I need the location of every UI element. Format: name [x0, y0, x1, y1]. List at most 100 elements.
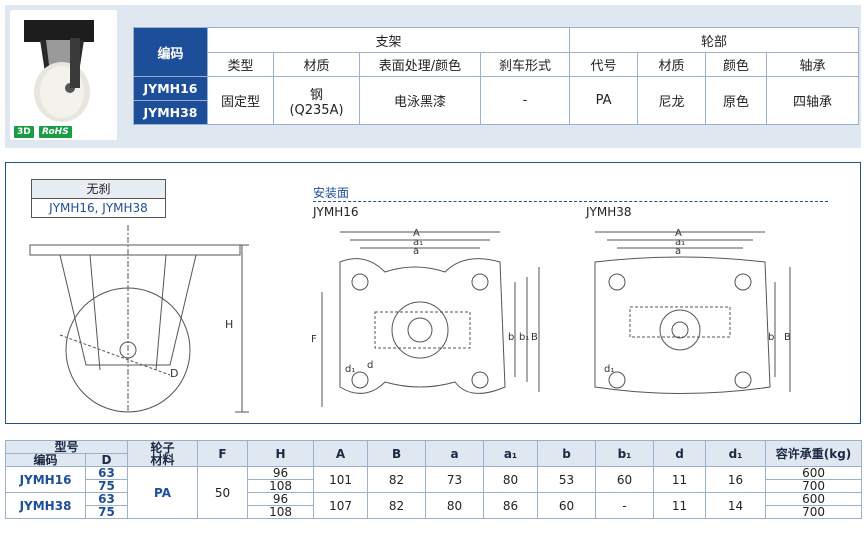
surface-value: 电泳黑漆 — [359, 76, 481, 125]
wheel-code-header: 代号 — [569, 52, 639, 77]
dim-label-b-16: b — [508, 332, 514, 343]
A-header: A — [313, 440, 369, 467]
table-row: 75 108 700 — [6, 479, 863, 493]
model-header: 型号 — [4, 440, 129, 454]
row-load: 700 — [765, 505, 863, 519]
table-row: JYMH38 63 96 107 82 80 86 60 - 11 14 600 — [5, 492, 863, 519]
F-cell: 50 — [197, 466, 249, 519]
material-value: 钢 (Q235A) — [273, 76, 360, 125]
wheel-color-header: 颜色 — [705, 52, 768, 77]
code-header: 编码 — [133, 27, 208, 77]
brake-legend: 无刹 JYMH16, JYMH38 — [31, 179, 166, 218]
row-D: 63 — [84, 466, 129, 480]
row-D: 75 — [84, 479, 129, 493]
type-value: 固定型 — [207, 76, 274, 125]
wheel-material-header-l2: 材料 — [150, 452, 175, 467]
wheel-code-value: PA — [569, 76, 639, 125]
bracket-type-header: 类型 — [207, 52, 274, 77]
dim-label-b-38: b — [768, 332, 774, 343]
F-header: F — [197, 440, 249, 467]
dim-label-F-16: F — [311, 334, 317, 345]
row-a: 73 — [425, 466, 485, 493]
wheel-material-header: 材质 — [637, 52, 707, 77]
bracket-material-header: 材质 — [273, 52, 360, 77]
row-a1: 80 — [483, 466, 539, 493]
row-D: 63 — [84, 492, 129, 506]
rohs-badge: RoHS — [39, 126, 72, 138]
row-b1: - — [595, 492, 655, 519]
a1-header: a₁ — [483, 440, 539, 467]
dim-label-A-38: A — [675, 228, 682, 239]
plan-label-jymh16: JYMH16 — [313, 205, 359, 219]
dim-label-a1-38: a₁ — [675, 237, 685, 248]
bracket-group-header: 支架 — [206, 27, 571, 53]
row-H: 96 — [247, 466, 315, 480]
row-b: 53 — [537, 466, 597, 493]
table-row: JYMH16 63 PA 50 96 101 82 73 80 53 60 11… — [5, 466, 863, 519]
mount-plate-outline — [29, 244, 241, 256]
row-A: 101 — [313, 466, 369, 493]
bracket-surface-header: 表面处理/颜色 — [359, 52, 481, 77]
wheel-bearing-header: 轴承 — [766, 52, 860, 77]
mount-divider — [313, 201, 828, 202]
dim-label-A-16: A — [413, 228, 420, 239]
row-H: 108 — [247, 479, 315, 493]
code-header: 编码 — [5, 453, 86, 467]
plan-plate-outline — [339, 258, 506, 394]
dim-label-D: D — [170, 367, 178, 380]
plan-view-jymh38: A a₁ a b B d₁ — [594, 228, 791, 394]
row-b: 60 — [537, 492, 597, 519]
row-a: 80 — [425, 492, 485, 519]
wheel-material-value: 尼龙 — [637, 76, 707, 125]
plan-view-jymh16: A a₁ a F b b₁ B d₁ d — [311, 228, 540, 407]
row-d: 11 — [653, 466, 707, 493]
row-load: 600 — [765, 492, 863, 506]
brake-value: - — [479, 76, 571, 125]
dimension-table: 型号 轮子 材料 F H A B a a₁ b b₁ d d₁ 容许承重(kg)… — [4, 440, 863, 519]
brake-type-label: 无刹 — [32, 180, 165, 199]
material-line1: 钢 — [309, 87, 323, 103]
drawing-panel — [5, 162, 861, 424]
wheel-material-cell: PA — [127, 466, 199, 519]
dim-label-a-16: a — [413, 246, 419, 257]
row-load: 600 — [765, 466, 863, 480]
row-load: 700 — [765, 479, 863, 493]
code-jymh16: JYMH16 — [133, 76, 208, 101]
dim-label-B-38: B — [784, 332, 791, 343]
material-line2: (Q235A) — [289, 102, 344, 118]
row-b1: 60 — [595, 466, 655, 493]
bearing-value: 四轴承 — [766, 76, 860, 125]
dim-label-a1-16: a₁ — [413, 237, 423, 248]
dim-label-B-16: B — [531, 332, 538, 343]
dim-label-d-16: d — [367, 360, 373, 371]
row-a1: 86 — [483, 492, 539, 519]
row-H: 96 — [247, 492, 315, 506]
row-code: JYMH16 — [5, 466, 86, 493]
caster-photo-icon — [24, 20, 94, 122]
b-header: b — [537, 440, 597, 467]
code-jymh38: JYMH38 — [133, 100, 208, 125]
d-header: d — [653, 440, 707, 467]
load-header: 容许承重(kg) — [765, 440, 863, 467]
plan-label-jymh38: JYMH38 — [586, 205, 632, 219]
row-code: JYMH38 — [5, 492, 86, 519]
a-header: a — [425, 440, 485, 467]
H-header: H — [247, 440, 315, 467]
caster-photo — [10, 10, 117, 140]
row-B: 82 — [367, 492, 427, 519]
row-H: 108 — [247, 505, 315, 519]
side-view-drawing: H D — [29, 225, 249, 413]
row-d1: 14 — [705, 492, 767, 519]
spec-table: 编码 支架 轮部 类型 材质 表面处理/颜色 刹车形式 代号 材质 颜色 轴承 … — [133, 27, 860, 125]
B-header: B — [367, 440, 427, 467]
dim-label-b1-16: b₁ — [519, 332, 529, 343]
dim-label-H: H — [225, 318, 233, 331]
wheel-color-value: 原色 — [705, 76, 768, 125]
mount-surface-title: 安装面 — [313, 186, 350, 200]
row-D: 75 — [84, 505, 129, 519]
row-A: 107 — [313, 492, 369, 519]
wheel-material-header-l1: 轮子 — [150, 440, 175, 455]
row-B: 82 — [367, 466, 427, 493]
D-header: D — [84, 453, 129, 467]
bracket-brake-header: 刹车形式 — [479, 52, 571, 77]
